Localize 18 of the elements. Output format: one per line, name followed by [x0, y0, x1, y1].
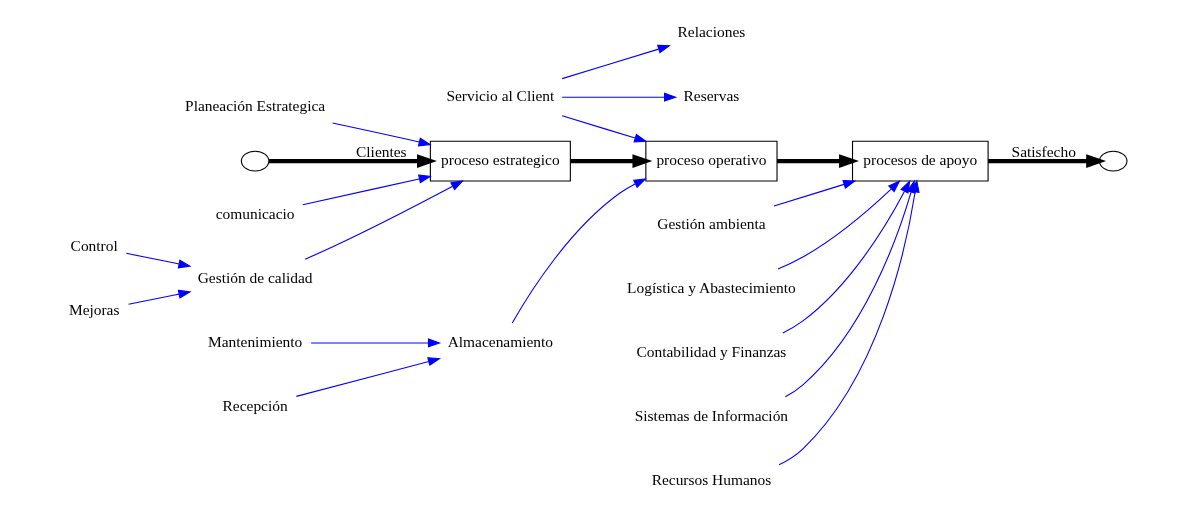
- edge-label: Satisfecho: [1011, 142, 1076, 160]
- node-text: Sistemas de Información: [634, 406, 789, 424]
- node-text: Gestión ambienta: [657, 214, 766, 232]
- node-text: Logística y Abastecimiento: [627, 278, 796, 296]
- node-text: Almacenamiento: [447, 332, 554, 350]
- node-text: Recepción: [222, 396, 288, 414]
- node-text: comunicacio: [215, 204, 295, 222]
- node-text: Relaciones: [677, 22, 746, 40]
- edge-label: Clientes: [356, 142, 407, 160]
- node-text: Control: [70, 236, 118, 254]
- node-text: Contabilidad y Finanzas: [636, 342, 787, 360]
- node-text: Planeación Estrategica: [185, 96, 326, 114]
- node-text: Reservas: [683, 86, 740, 104]
- node-text: Servicio al Client: [446, 86, 555, 104]
- node-text: Recursos Humanos: [651, 470, 772, 488]
- node-text: Mejoras: [68, 300, 120, 318]
- node-text: Mantenimiento: [208, 332, 303, 350]
- node-text: Gestión de calidad: [197, 268, 313, 286]
